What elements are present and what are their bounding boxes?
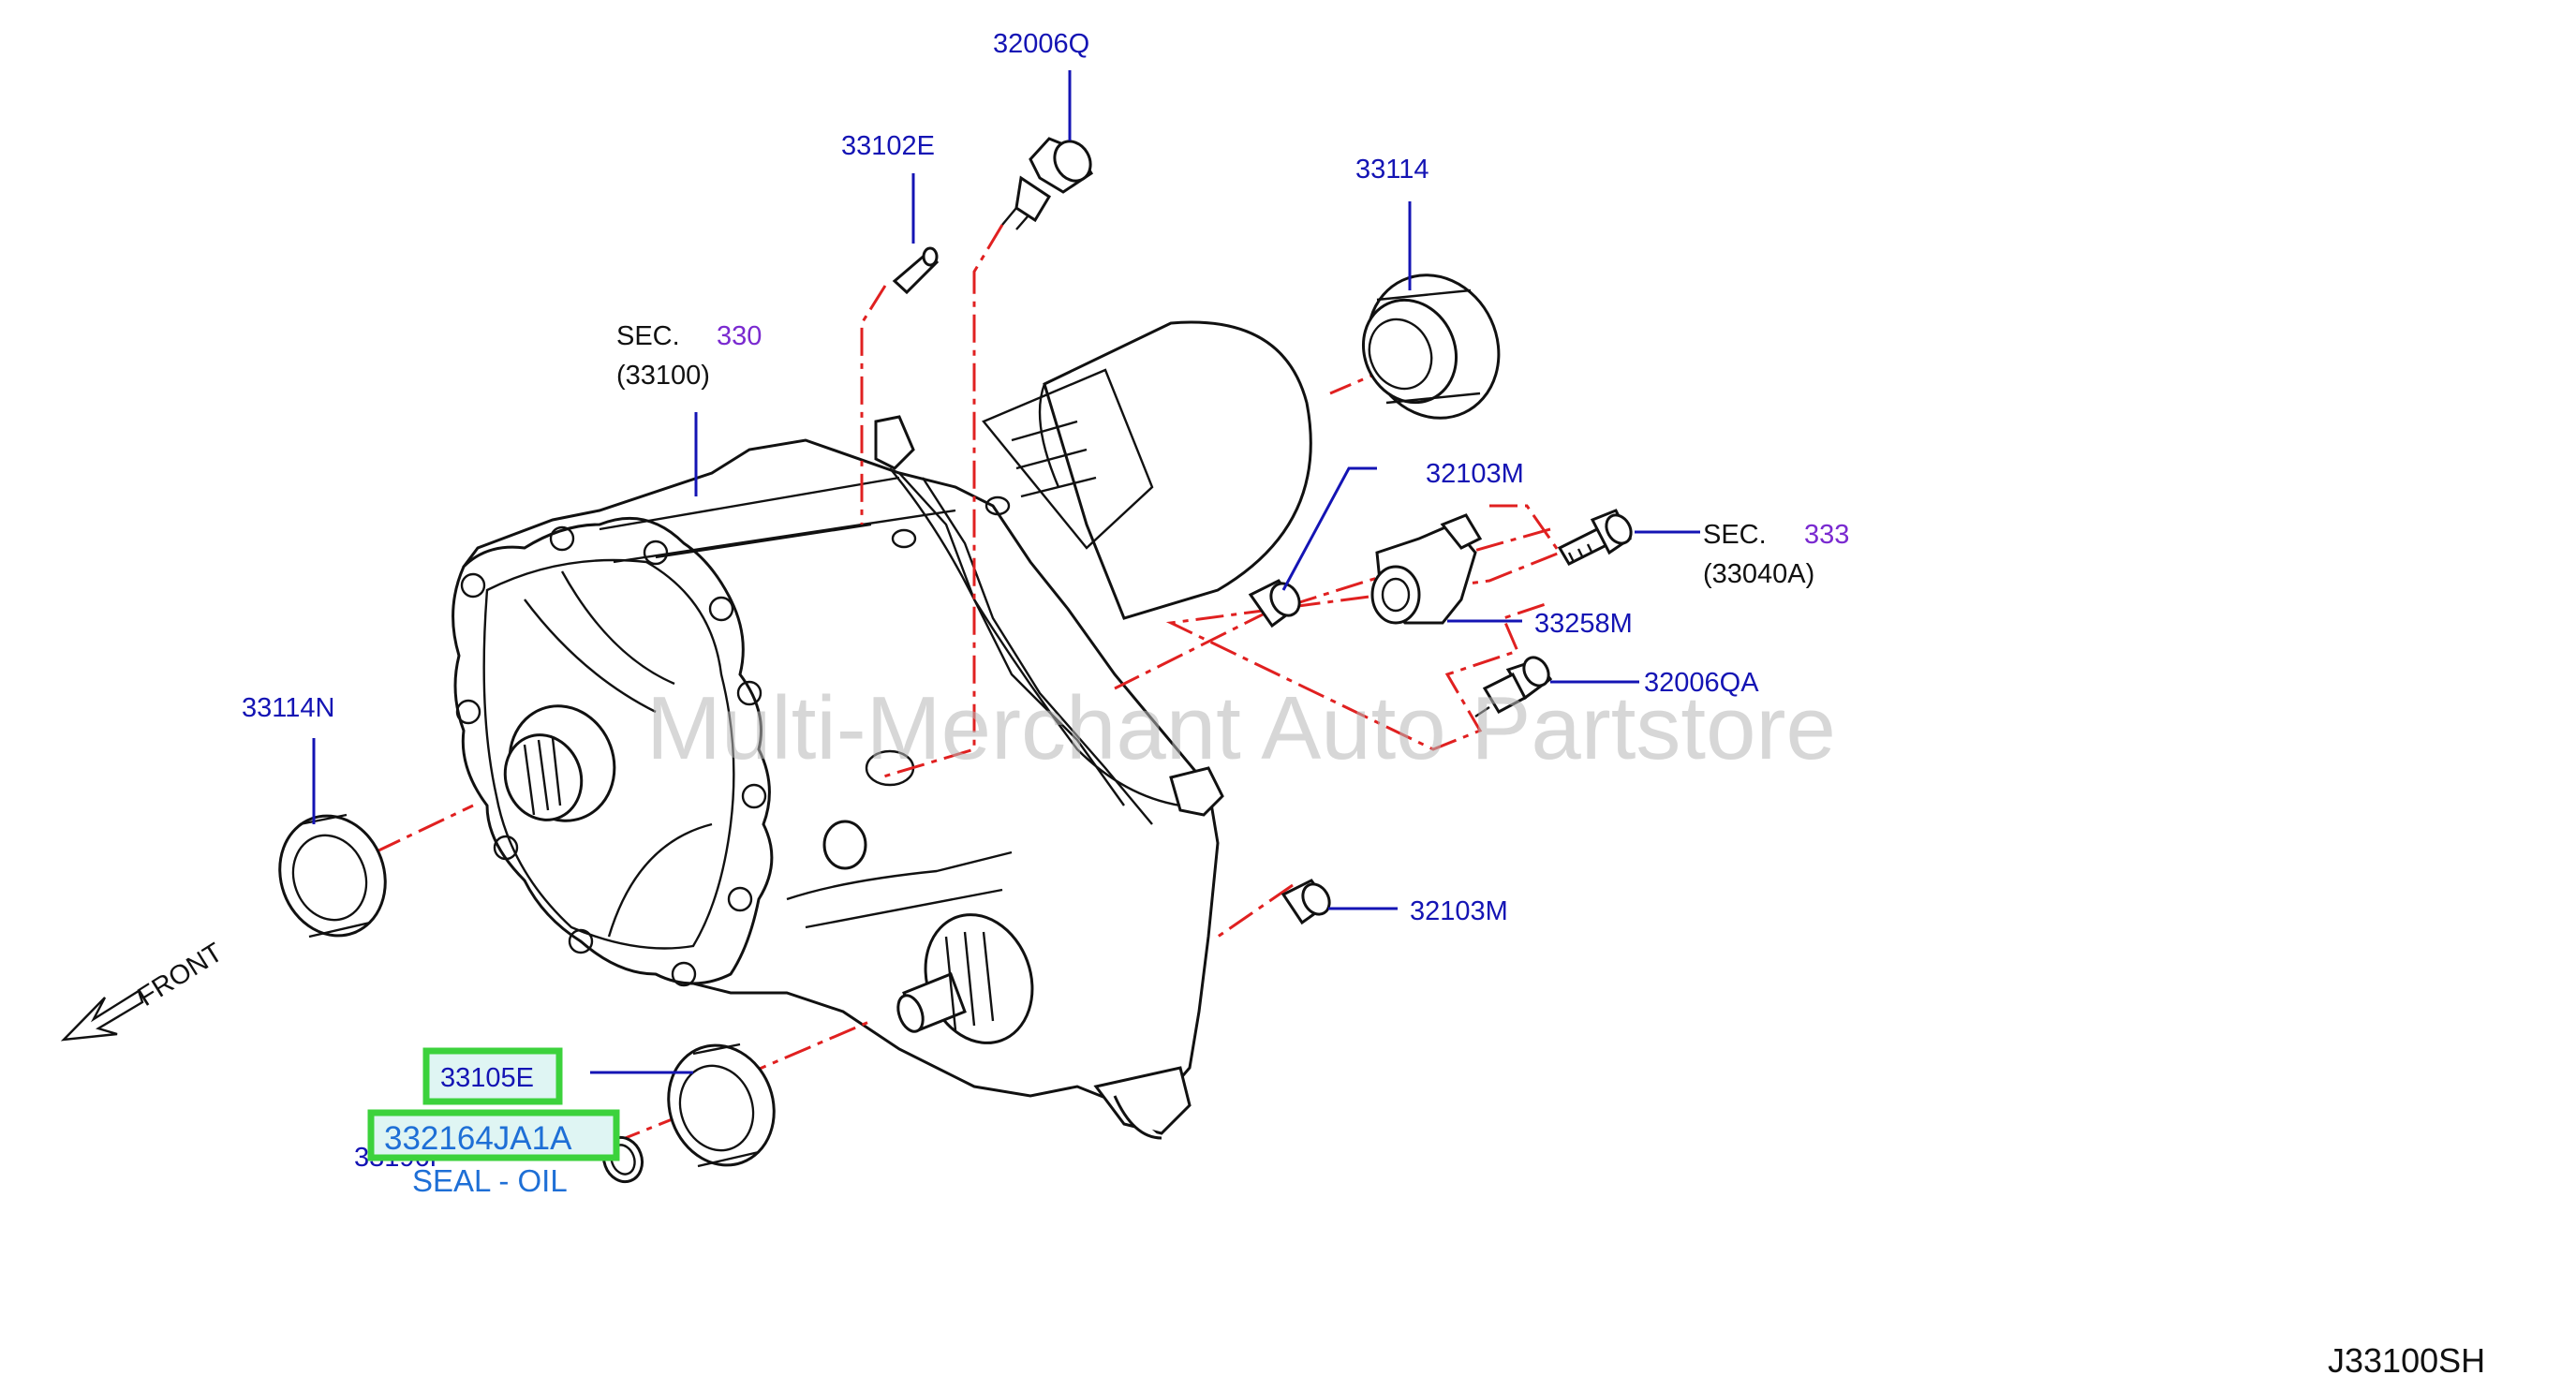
label-32103M-top[interactable]: 32103M	[1426, 459, 1524, 489]
transfer-case-housing	[452, 320, 1312, 1140]
label-33102E[interactable]: 33102E	[841, 131, 935, 161]
highlight-box-oil-seal	[367, 1109, 620, 1161]
label-32103M-bottom[interactable]: 32103M	[1410, 896, 1508, 926]
label-33114N[interactable]: 33114N	[242, 693, 334, 723]
label-33114[interactable]: 33114	[1355, 155, 1429, 185]
label-33258M[interactable]: 33258M	[1534, 609, 1633, 639]
highlight-part-number[interactable]: 332164JA1A	[384, 1120, 572, 1157]
pin-33102E	[892, 246, 940, 295]
seal-33105E	[667, 1042, 776, 1168]
label-32006Q[interactable]: 32006Q	[993, 29, 1089, 59]
plug-32103M-top	[1248, 579, 1301, 628]
sensor-32006Q	[1001, 137, 1094, 230]
label-sec-330-ref: (33100)	[616, 361, 710, 391]
watermark: Multi-Merchant Auto Partstore	[646, 678, 1836, 778]
diagram-code: J33100SH	[2328, 1341, 2485, 1380]
actuator-33258M	[1370, 513, 1483, 625]
plug-32103M-bottom	[1281, 879, 1331, 925]
label-33105E[interactable]: 33105E	[440, 1063, 534, 1093]
front-arrow: FRONT	[60, 938, 229, 1042]
highlight-part-description: SEAL - OIL	[412, 1163, 568, 1198]
label-sec-330-prefix: SEC.	[616, 321, 680, 351]
bolt-33040A	[1557, 509, 1633, 566]
bearing-33114	[1361, 274, 1501, 420]
seal-33114N	[278, 813, 387, 939]
sensor-32006QA	[1474, 656, 1553, 717]
label-sec-330-number[interactable]: 330	[717, 321, 762, 351]
front-label: FRONT	[133, 938, 229, 1013]
label-32006QA[interactable]: 32006QA	[1644, 668, 1759, 698]
label-sec-333-number[interactable]: 333	[1804, 520, 1849, 550]
label-sec-333-prefix: SEC.	[1703, 520, 1767, 550]
label-sec-333-ref: (33040A)	[1703, 559, 1814, 589]
highlight-box-33105E	[422, 1047, 563, 1105]
